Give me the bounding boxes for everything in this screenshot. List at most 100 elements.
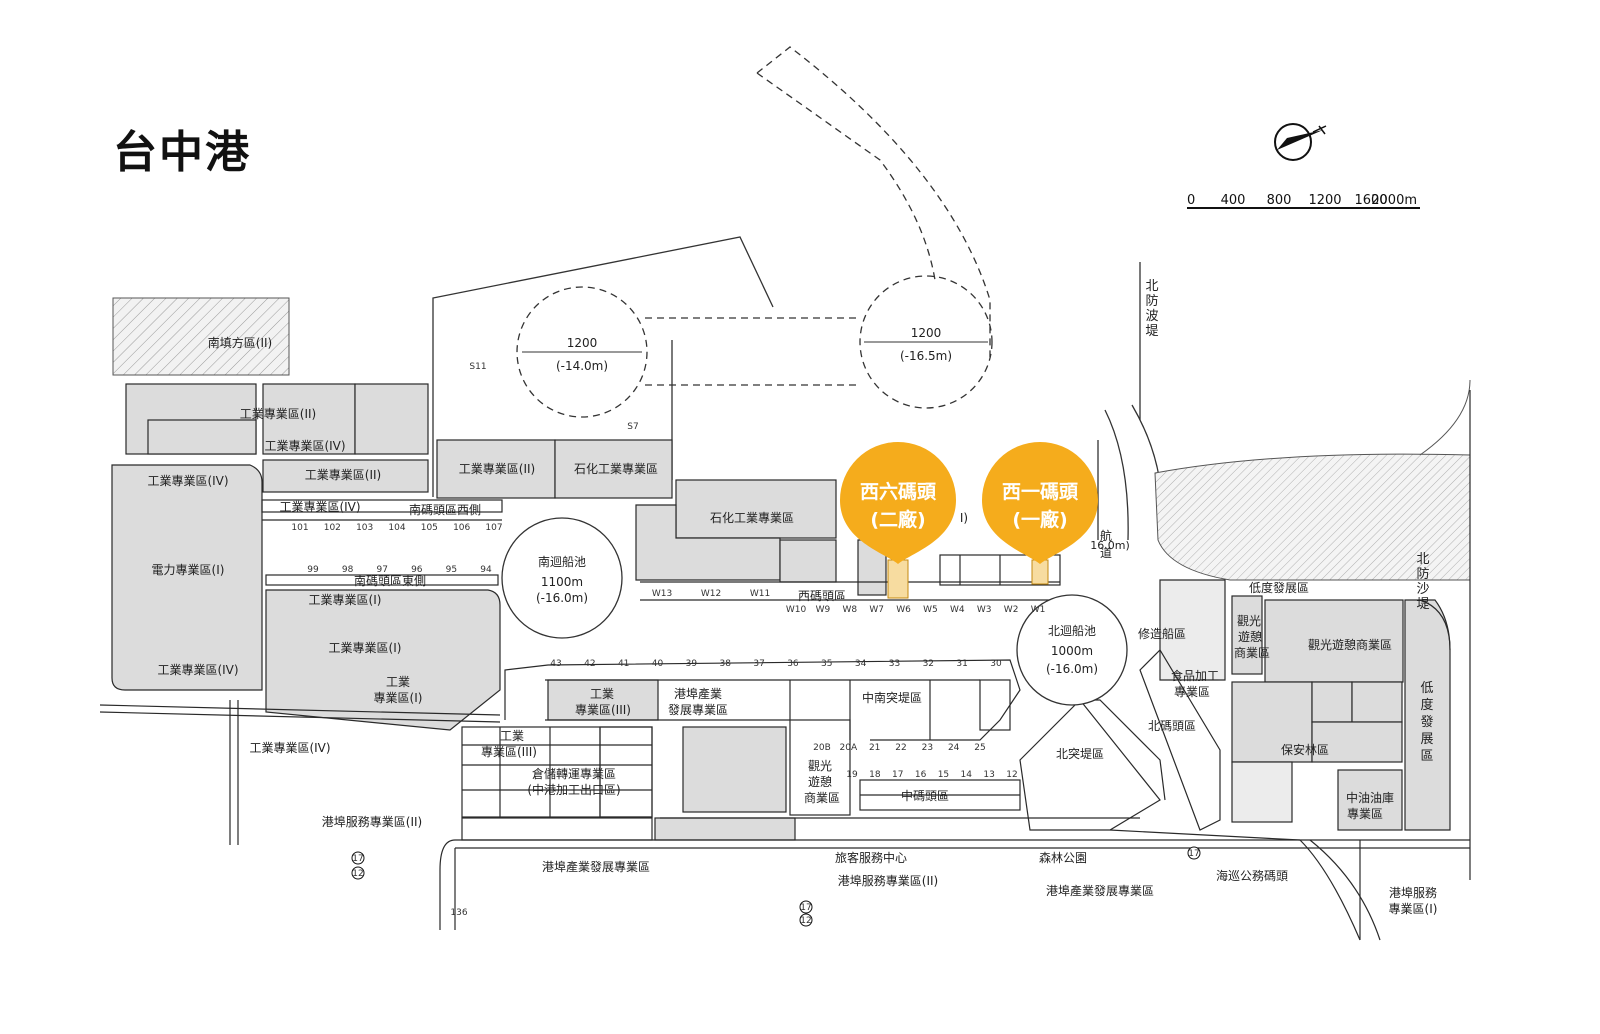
north-breakwater-1: 北 bbox=[1145, 279, 1158, 294]
label-forest: 保安林區 bbox=[1281, 742, 1329, 757]
label-port-dev-b: 港埠產業發展專業區 bbox=[1046, 883, 1154, 898]
berth-w6-highlight bbox=[887, 559, 909, 599]
label-ind1-c1: 工業 bbox=[386, 675, 410, 689]
label-ind3b-1: 工業 bbox=[500, 729, 524, 743]
berth-label: 42 bbox=[584, 659, 595, 669]
low-dev-2-1: 低 bbox=[1420, 681, 1433, 696]
label-ind3b-2: 專業區(III) bbox=[481, 745, 537, 759]
label-port-service-2b: 港埠服務專業區(II) bbox=[838, 874, 938, 888]
basin-1-width: 1200 bbox=[567, 336, 598, 350]
berth-label: 105 bbox=[421, 523, 438, 533]
tour-a-3: 商業區 bbox=[1234, 645, 1270, 660]
scale-label: 400 bbox=[1221, 193, 1246, 208]
north-basin-depth: (-16.0m) bbox=[1046, 662, 1098, 676]
label-ind4-a: 工業專業區(IV) bbox=[264, 439, 345, 453]
marker-west-six-pin bbox=[840, 442, 956, 564]
berth-label: 21 bbox=[869, 743, 880, 753]
label-ind1-a: 工業專業區(I) bbox=[309, 593, 382, 607]
label-ind4-d: 工業專業區(IV) bbox=[157, 663, 238, 677]
label-north-tudi: 北突堤區 bbox=[1056, 746, 1104, 761]
page-title: 台中港 bbox=[113, 127, 251, 178]
label-ind1-c2: 專業區(I) bbox=[374, 691, 423, 705]
label-channel-2: 道 bbox=[1100, 546, 1112, 560]
label-food-1: 食品加工 bbox=[1171, 668, 1219, 683]
south-basin-width: 1100m bbox=[541, 575, 583, 589]
road-shield-icon: 12 bbox=[351, 866, 365, 880]
north-breakwater-3: 波 bbox=[1145, 309, 1158, 324]
wharf-lines bbox=[99, 390, 1471, 941]
label-low-dev-1: 低度發展區 bbox=[1249, 580, 1309, 595]
berth-label: 96 bbox=[411, 565, 423, 575]
berth-label: 97 bbox=[376, 565, 387, 575]
berth-label: W9 bbox=[816, 605, 831, 615]
label-channel-3: 16.0m) bbox=[1090, 539, 1130, 552]
label-petro-b: 石化工業專業區 bbox=[710, 511, 794, 525]
label-channel-1: 航 bbox=[1100, 528, 1112, 543]
north-arrow-icon bbox=[1274, 123, 1327, 161]
north-sand-4: 堤 bbox=[1416, 597, 1429, 612]
berth-label: 25 bbox=[974, 743, 985, 753]
berth-label: 34 bbox=[855, 659, 867, 669]
berth-label: 20A bbox=[840, 743, 858, 753]
tour-a-1: 觀光 bbox=[1237, 614, 1261, 628]
berth-label: W6 bbox=[896, 605, 911, 615]
label-logistics-1: 倉儲轉運專業區 bbox=[532, 766, 616, 781]
berth-label: 31 bbox=[956, 659, 967, 669]
berth-label: W3 bbox=[977, 605, 992, 615]
berth-label: 43 bbox=[550, 659, 561, 669]
label-nan-tian: 南填方區(II) bbox=[208, 335, 272, 350]
marker-west-six[interactable]: 西六碼頭 (二廠) bbox=[840, 442, 956, 564]
label-port-dev-a: 港埠產業發展專業區 bbox=[542, 859, 650, 874]
south-basin-name: 南迴船池 bbox=[538, 554, 586, 569]
turning-basins bbox=[501, 517, 1128, 706]
road-number: 12 bbox=[352, 869, 363, 879]
scale-label: 1600 bbox=[1354, 193, 1387, 208]
berth-label: 30 bbox=[990, 659, 1002, 669]
berth-label: 17 bbox=[892, 770, 903, 780]
label-logistics-2: (中港加工出口區) bbox=[527, 782, 620, 797]
label-port-ind-2: 發展專業區 bbox=[668, 702, 728, 717]
berth-label: 99 bbox=[307, 565, 319, 575]
label-ind2-a: 工業專業區(II) bbox=[240, 407, 316, 421]
label-ind1-b: 工業專業區(I) bbox=[329, 641, 402, 655]
scale-label: 0 bbox=[1187, 193, 1195, 208]
berth-label: 98 bbox=[342, 565, 354, 575]
label-nan-east: 南碼頭區東側 bbox=[354, 573, 426, 588]
berth-label: 41 bbox=[618, 659, 629, 669]
label-ind4-b: 工業專業區(IV) bbox=[147, 474, 228, 488]
label-s7: S7 bbox=[627, 422, 638, 432]
road-shield-icon: 12 bbox=[799, 913, 813, 927]
berth-label: 102 bbox=[324, 523, 341, 533]
road-number: 17 bbox=[1188, 849, 1199, 859]
low-dev-2-5: 區 bbox=[1420, 749, 1433, 764]
low-dev-2-3: 發 bbox=[1420, 715, 1433, 730]
south-basin-depth: (-16.0m) bbox=[536, 591, 588, 605]
label-nan-west: 南碼頭區西側 bbox=[409, 502, 481, 517]
label-coast-guard: 海巡公務碼頭 bbox=[1216, 868, 1288, 883]
label-port-service-1b: 專業區(I) bbox=[1389, 902, 1438, 916]
label-forest-park: 森林公園 bbox=[1039, 850, 1087, 865]
marker-west-one-name: 西一碼頭 bbox=[1002, 481, 1079, 503]
berth-label: 39 bbox=[686, 659, 698, 669]
marker-west-one[interactable]: 西一碼頭 (一廠) bbox=[982, 442, 1098, 564]
road-shield-icon: 17 bbox=[1187, 846, 1201, 860]
north-sand-3: 沙 bbox=[1416, 582, 1429, 597]
highlighted-berths bbox=[887, 559, 1049, 599]
berth-label: W5 bbox=[923, 605, 938, 615]
berth-label: 20B bbox=[813, 743, 831, 753]
berth-label: W2 bbox=[1004, 605, 1019, 615]
label-port-ind-1: 港埠產業 bbox=[674, 686, 722, 701]
label-north-wharf: 北碼頭區 bbox=[1148, 719, 1196, 733]
berth-label: 37 bbox=[753, 659, 764, 669]
tour-c-2: 遊憩 bbox=[808, 774, 832, 789]
north-breakwater-2: 防 bbox=[1145, 293, 1158, 309]
label-nan-tudi: 中南突堤區 bbox=[862, 690, 922, 705]
berth-label: W10 bbox=[786, 605, 807, 615]
berth-label: 103 bbox=[356, 523, 373, 533]
